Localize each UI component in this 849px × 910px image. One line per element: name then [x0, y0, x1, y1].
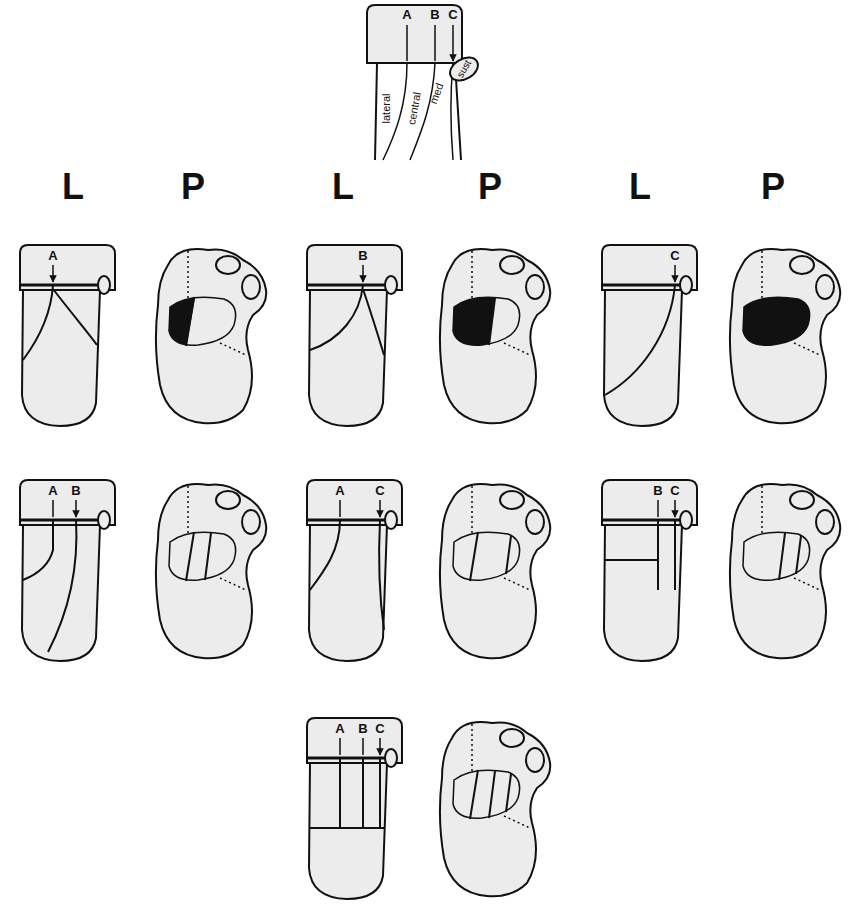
- column-header: L: [332, 169, 354, 205]
- region-label: sust: [455, 59, 473, 80]
- posterior-facet-view: [440, 722, 550, 896]
- posterior-facet-view: [156, 484, 266, 658]
- lateral-view: [23, 520, 76, 652]
- reference-figure: [407, 25, 453, 61]
- fracture-line-letter: B: [71, 484, 80, 497]
- fracture-line-letter: A: [335, 722, 344, 735]
- lateral-view: [340, 500, 380, 517]
- posterior-facet-view: [743, 297, 810, 345]
- lateral-view: [605, 520, 675, 590]
- lateral-view: [307, 245, 402, 426]
- reference-figure: [375, 63, 461, 160]
- posterior-facet-view: [722, 245, 842, 423]
- fracture-line-letter: B: [358, 722, 367, 735]
- lateral-view: [52, 265, 54, 282]
- posterior-facet-view: [169, 297, 236, 345]
- lateral-view: [602, 480, 697, 661]
- lateral-view: [602, 480, 697, 661]
- lateral-view: [307, 480, 402, 661]
- fracture-line-letter: A: [402, 8, 411, 21]
- lateral-view: [340, 738, 380, 755]
- fracture-line-letter: C: [448, 8, 457, 21]
- lateral-view: [605, 285, 675, 395]
- reference-figure: [367, 5, 462, 63]
- reference-figure: [367, 5, 482, 160]
- lateral-view: [602, 245, 697, 426]
- posterior-facet-view: [730, 484, 840, 658]
- lateral-view: [658, 500, 675, 517]
- posterior-facet-view: [489, 298, 495, 345]
- lateral-view: [23, 285, 97, 360]
- lateral-view: [362, 265, 364, 282]
- posterior-facet-view: [730, 484, 840, 658]
- posterior-facet-view: [470, 532, 511, 581]
- posterior-facet-view: [156, 484, 266, 658]
- fracture-line-letter: B: [653, 484, 662, 497]
- lateral-view: [602, 245, 697, 426]
- lateral-view: [674, 265, 676, 282]
- lateral-view: [20, 245, 115, 426]
- lateral-view: [53, 500, 76, 517]
- posterior-facet-view: [722, 245, 842, 365]
- column-header: L: [62, 169, 84, 205]
- lateral-view: [20, 245, 115, 426]
- region-label: med: [428, 81, 446, 105]
- posterior-facet-view: [470, 770, 511, 819]
- posterior-facet-view: [743, 532, 810, 580]
- posterior-facet-view: [440, 484, 550, 658]
- posterior-facet-view: [186, 532, 211, 581]
- reference-figure: [383, 63, 453, 160]
- lateral-view: [307, 718, 402, 899]
- posterior-facet-view: [440, 722, 550, 896]
- reference-figure: [367, 62, 462, 64]
- posterior-facet-view: [186, 297, 194, 346]
- posterior-facet-view: [453, 532, 520, 580]
- posterior-facet-view: [453, 297, 520, 345]
- column-header: P: [181, 169, 205, 205]
- fracture-line-letter: C: [670, 249, 679, 262]
- lateral-view: [20, 480, 115, 661]
- fracture-line-letter: C: [375, 722, 384, 735]
- fracture-line-letter: C: [670, 484, 679, 497]
- posterior-facet-view: [779, 533, 801, 580]
- lateral-view: [310, 285, 384, 355]
- column-header: P: [478, 169, 502, 205]
- fracture-line-letter: A: [48, 484, 57, 497]
- column-header: P: [761, 169, 785, 205]
- reference-figure: [446, 53, 482, 85]
- fracture-line-letter: C: [375, 484, 384, 497]
- lateral-view: [307, 718, 402, 899]
- fracture-line-letter: A: [48, 249, 57, 262]
- posterior-facet-view: [148, 245, 196, 349]
- column-header: L: [629, 169, 651, 205]
- region-label: central: [407, 91, 424, 125]
- posterior-facet-view: [453, 770, 520, 818]
- fracture-line-letter: A: [335, 484, 344, 497]
- lateral-view: [307, 480, 402, 661]
- fracture-line-letter: B: [430, 8, 439, 21]
- posterior-facet-view: [169, 532, 236, 580]
- lateral-view: [307, 245, 402, 426]
- region-label: lateral: [382, 93, 393, 123]
- fracture-line-letter: B: [358, 249, 367, 262]
- lateral-view: [310, 758, 385, 828]
- lateral-view: [310, 520, 384, 630]
- posterior-facet-view: [432, 245, 550, 423]
- posterior-facet-view: [440, 484, 550, 658]
- lateral-view: [20, 480, 115, 661]
- posterior-facet-view: [148, 245, 266, 423]
